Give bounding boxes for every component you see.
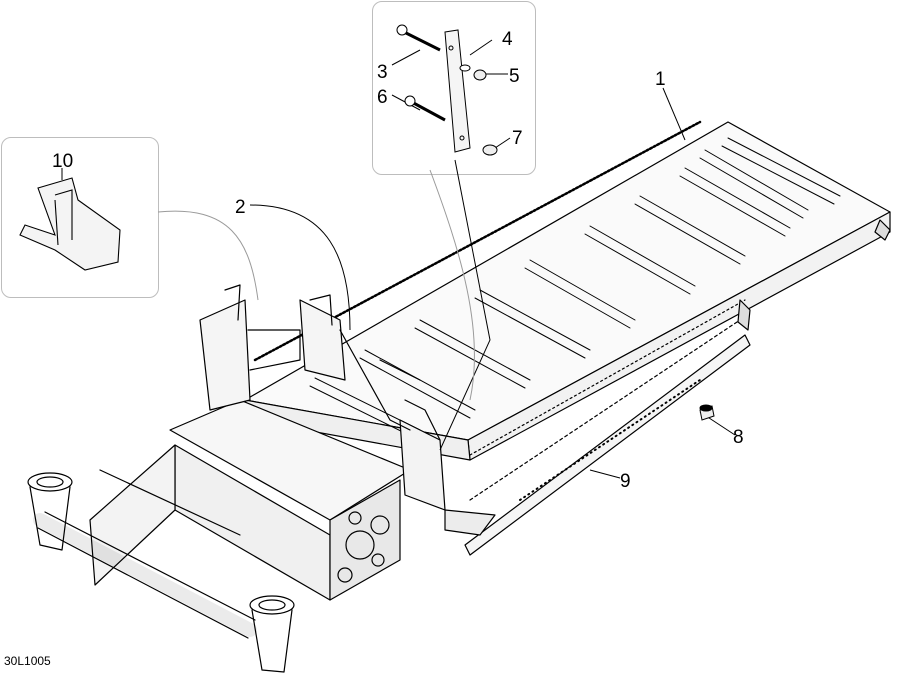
inset-leader-gray xyxy=(157,169,475,401)
hardware-parts xyxy=(396,24,498,156)
side-rail xyxy=(464,219,891,556)
callout-4: 4 xyxy=(502,29,513,50)
callout-9: 9 xyxy=(620,471,631,492)
callout-6: 6 xyxy=(377,87,388,108)
plug-part xyxy=(699,404,715,421)
callout-3: 3 xyxy=(377,62,388,83)
bracket-part xyxy=(19,177,121,271)
callout-2: 2 xyxy=(235,197,246,218)
callout-8: 8 xyxy=(733,427,744,448)
tunnel-deck xyxy=(244,120,891,461)
callout-10: 10 xyxy=(52,151,74,172)
leader-lines xyxy=(61,39,736,479)
callout-1: 1 xyxy=(655,69,666,90)
bracket-inset-box xyxy=(1,137,159,298)
hardware-inset-box xyxy=(372,1,536,175)
front-frame xyxy=(27,284,496,673)
callout-5: 5 xyxy=(509,66,520,87)
callout-7: 7 xyxy=(512,128,523,149)
figure-code: 30L1005 xyxy=(4,654,51,668)
